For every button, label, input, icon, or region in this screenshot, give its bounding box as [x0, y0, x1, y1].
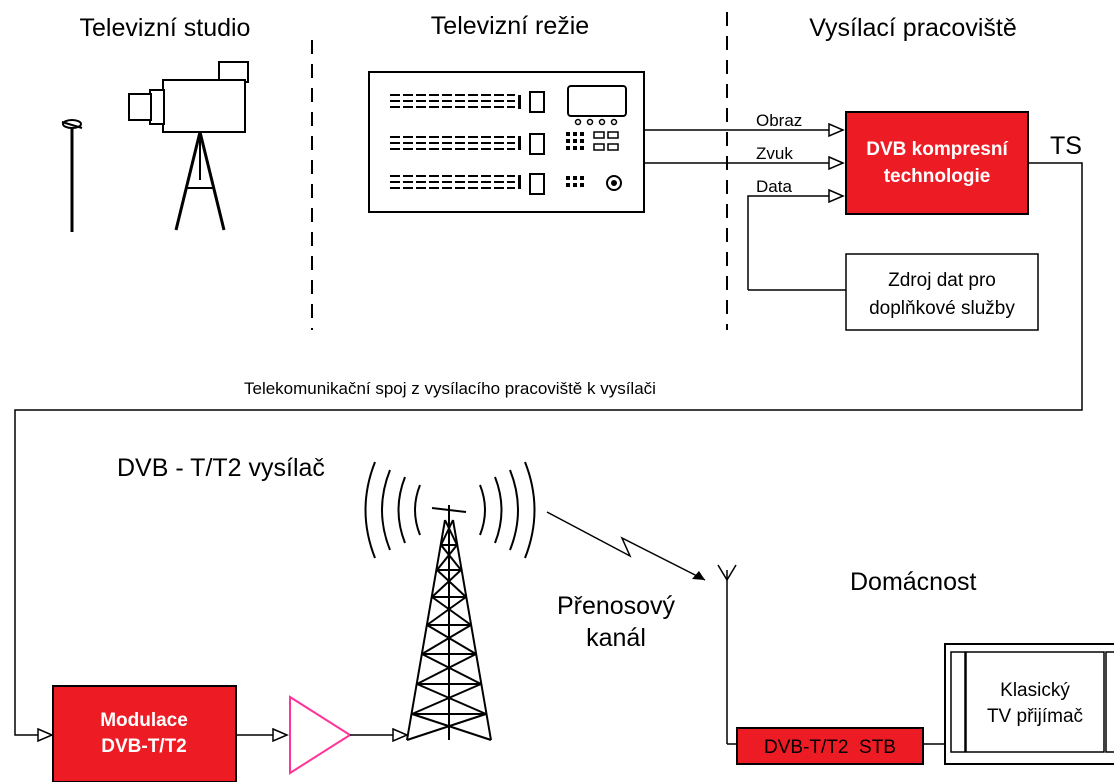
transmitter-label: DVB - T/T2 vysílač: [117, 454, 325, 482]
channel-label-line2: kanál: [586, 624, 646, 652]
signal-lines: [644, 129, 847, 291]
label-ts: TS: [1050, 132, 1082, 160]
stb-label: DVB-T/T2 STB: [764, 737, 896, 758]
receiving-antenna-icon: [717, 564, 737, 744]
household-label: Domácnost: [850, 568, 976, 596]
label-data: Data: [756, 177, 792, 196]
amplifier-icon: [289, 695, 352, 775]
transmitter-tower-icon: [406, 505, 492, 741]
transmission-zigzag: [546, 511, 706, 581]
telecom-link-label: Telekomunikační spoj z vysílacího pracov…: [244, 379, 656, 398]
modulation-label-line2: DVB-T/T2: [101, 736, 187, 757]
compression-label-line1: DVB kompresní: [866, 139, 1008, 160]
radio-waves-icon: [364, 461, 536, 559]
section-title-broadcast: Vysílací pracoviště: [809, 14, 1016, 42]
compression-box: [845, 111, 1029, 215]
input-arrowheads: [828, 122, 845, 204]
control-console-icon: [368, 71, 645, 213]
tv-receiver-icon: [944, 643, 1114, 765]
section-title-studio: Televizní studio: [80, 14, 251, 42]
transmission-arrowhead: [692, 571, 705, 580]
stb-box: [736, 727, 924, 765]
amp-input-arrow: [272, 727, 289, 743]
label-video: Obraz: [756, 111, 802, 130]
compression-label-line2: technologie: [884, 166, 991, 187]
data-source-line1: Zdroj dat pro: [888, 270, 996, 291]
telecom-link-line: [14, 162, 1083, 736]
microphone-icon: [61, 119, 83, 232]
tower-input-arrow: [392, 727, 409, 743]
data-source-box: [845, 253, 1039, 331]
modulation-label-line1: Modulace: [100, 710, 188, 731]
modulation-input-arrow: [37, 727, 54, 743]
label-audio: Zvuk: [756, 144, 793, 163]
camera-icon: [128, 61, 249, 231]
channel-label-line1: Přenosový: [557, 592, 676, 620]
modulation-box: [52, 685, 237, 782]
tv-label-line2: TV přijímač: [987, 706, 1083, 727]
section-title-control: Televizní režie: [431, 12, 589, 40]
tv-label-line1: Klasický: [1000, 680, 1070, 701]
data-source-line2: doplňkové služby: [869, 298, 1015, 319]
